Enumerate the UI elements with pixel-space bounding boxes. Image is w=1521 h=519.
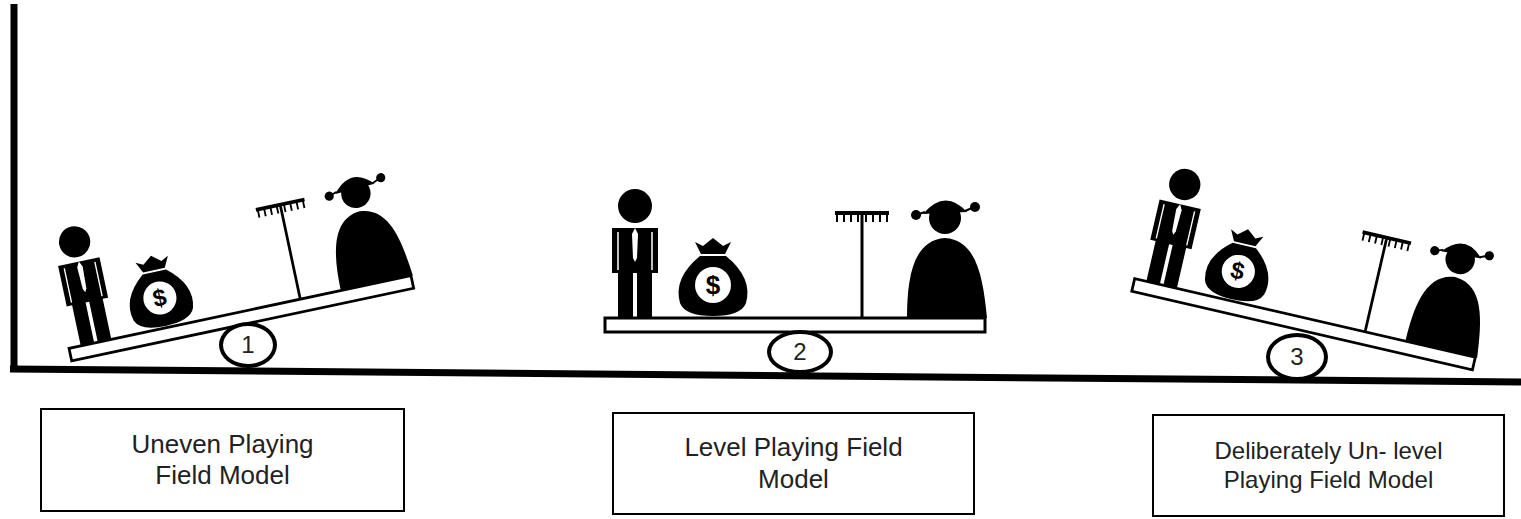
dollar-sign: $ <box>706 272 720 298</box>
model-label-box: Deliberately Un- level Playing Field Mod… <box>1152 414 1505 517</box>
fulcrum-number: 3 <box>1266 333 1328 381</box>
model-name: Uneven Playing Field Model <box>103 429 343 491</box>
model-label-box: Level Playing Field Model <box>612 412 975 515</box>
model-label-box: Uneven Playing Field Model <box>40 408 405 512</box>
callout-number: 1 <box>241 331 254 360</box>
model-name: Deliberately Un- level Playing Field Mod… <box>1204 437 1454 495</box>
callout-number: 3 <box>1290 343 1303 372</box>
model-name: Level Playing Field Model <box>649 432 939 494</box>
callout-number: 2 <box>793 338 806 367</box>
fulcrum-number: 1 <box>219 322 277 368</box>
fulcrum-number: 2 <box>767 330 833 374</box>
level-seesaw <box>605 189 987 332</box>
vertical-axis <box>11 4 18 372</box>
